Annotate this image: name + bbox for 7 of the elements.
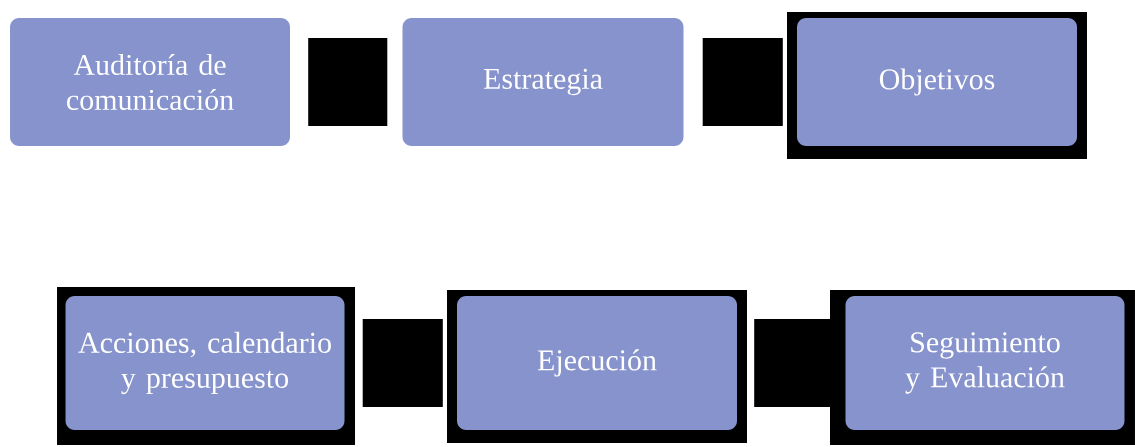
process-box: Acciones, calendario y presupuesto (57, 287, 355, 445)
node-label: Seguimiento y Evaluación (905, 332, 1065, 394)
process-box: Objetivos (787, 12, 1087, 159)
process-box: Estrategia (402, 18, 684, 146)
process-box: Seguimiento y Evaluación (830, 290, 1135, 445)
process-box: Auditoría de comunicación (10, 18, 290, 146)
process-box: Ejecución (447, 290, 747, 443)
